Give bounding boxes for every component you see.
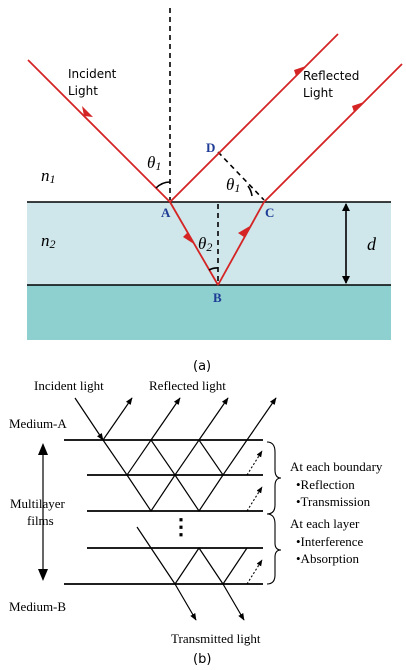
zigzag-entry-lower bbox=[136, 526, 152, 549]
boundary-item-reflection: •Reflection bbox=[296, 477, 355, 492]
dotted-ray-3 bbox=[246, 559, 263, 585]
transmitted-ray-b-2 bbox=[222, 583, 245, 621]
reflected-ray-2 bbox=[263, 63, 403, 203]
theta1-label-c: θ1 bbox=[226, 175, 240, 195]
reflected-arrow-2 bbox=[352, 102, 364, 112]
reflected-ray-1 bbox=[169, 33, 339, 203]
multilayer-label-1: Multilayer bbox=[10, 496, 66, 511]
angle-arc-theta1-a bbox=[155, 181, 171, 189]
zigzag-layer-n bbox=[150, 546, 248, 586]
refracted-arrow-up bbox=[238, 226, 250, 237]
brace-boundary bbox=[266, 441, 282, 515]
refracted-ray-down bbox=[169, 201, 219, 286]
incident-light-label-1: Incident bbox=[68, 67, 117, 81]
thickness-label: d bbox=[367, 234, 377, 254]
multilayer-arrow-bottom bbox=[38, 569, 48, 581]
boundary-heading: At each boundary bbox=[290, 459, 383, 474]
thickness-arrow-head-top bbox=[342, 203, 350, 211]
reflected-ray-b-3 bbox=[198, 397, 229, 441]
dotted-ray-2 bbox=[246, 486, 263, 512]
substrate-layer bbox=[27, 285, 391, 340]
transmitted-ray-b-1 bbox=[174, 583, 197, 621]
dotted-ray-1 bbox=[246, 450, 263, 476]
refracted-ray-up bbox=[217, 201, 265, 286]
angle-arc-theta1-c bbox=[247, 185, 253, 197]
multilayer-label-2: films bbox=[27, 513, 54, 528]
incident-light-label-b: Incident light bbox=[34, 378, 104, 393]
reflected-ray-b-2 bbox=[150, 397, 181, 441]
caption-b: (b) bbox=[193, 652, 211, 667]
zigzag-layer-1 bbox=[102, 438, 248, 477]
multilayer-arrow-top bbox=[38, 443, 48, 455]
reflected-ray-b-4 bbox=[246, 397, 277, 441]
point-d-label: D bbox=[206, 140, 215, 155]
incident-ray bbox=[27, 59, 171, 203]
medium-b-label: Medium-B bbox=[9, 599, 66, 614]
point-c-label: C bbox=[265, 205, 274, 220]
wavefront-line-dc bbox=[217, 151, 265, 201]
incident-arrow bbox=[82, 106, 93, 117]
layer-item-interference: •Interference bbox=[296, 534, 364, 549]
reflected-arrow-1 bbox=[294, 66, 306, 76]
zigzag-layer-2 bbox=[126, 473, 224, 513]
brace-layer bbox=[266, 513, 282, 585]
reflected-light-label-b: Reflected light bbox=[149, 378, 226, 393]
reflected-light-label-1: Reflected bbox=[303, 69, 359, 83]
boundary-item-transmission: •Transmission bbox=[296, 494, 371, 509]
layer-heading: At each layer bbox=[290, 516, 360, 531]
figure-a: Incident Light Reflected Light n1 n2 θ1 … bbox=[27, 8, 403, 374]
n1-label: n1 bbox=[41, 166, 56, 186]
medium-a-label: Medium-A bbox=[9, 416, 67, 431]
point-a-label: A bbox=[161, 205, 171, 220]
point-b-label: B bbox=[213, 290, 222, 305]
incident-light-label-2: Light bbox=[68, 84, 98, 98]
theta1-label-a: θ1 bbox=[147, 153, 161, 173]
angle-arc-theta2-b bbox=[208, 267, 219, 271]
caption-a: (a) bbox=[193, 359, 211, 374]
figure-b: ⋮ Incident light Reflected light Medium-… bbox=[9, 378, 383, 667]
reflected-ray-b-1 bbox=[102, 397, 133, 441]
layer-item-absorption: •Absorption bbox=[296, 551, 360, 566]
layer-ellipsis: ⋮ bbox=[170, 514, 192, 539]
refracted-arrow-down bbox=[183, 232, 194, 244]
reflected-light-label-2: Light bbox=[303, 86, 333, 100]
thickness-arrow-head-bottom bbox=[342, 276, 350, 284]
incident-ray-b bbox=[74, 397, 104, 441]
transmitted-light-label: Transmitted light bbox=[171, 631, 261, 646]
